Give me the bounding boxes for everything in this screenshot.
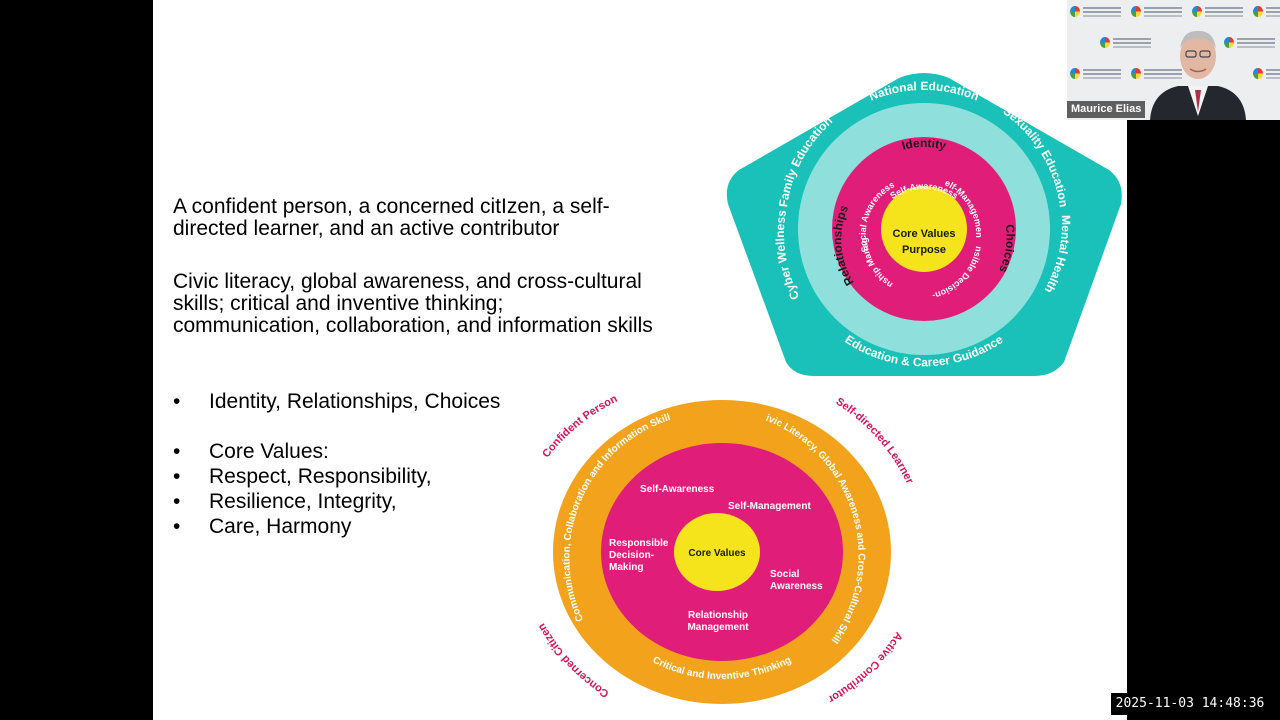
recording-timestamp: 2025-11-03 14:48:36 xyxy=(1111,693,1269,715)
bullet-text: Identity, Relationships, Choices xyxy=(209,390,501,413)
slide-paragraph-outcomes: A confident person, a concerned citIzen,… xyxy=(173,195,610,240)
circle-label-responsible-line-2: Decision- xyxy=(609,550,654,561)
bullet-dot: • xyxy=(173,515,181,538)
circle-label-self-management: Self-Management xyxy=(728,501,811,512)
circle-diagram: Communication, Collaboration and Informa… xyxy=(530,390,916,705)
circle-label-relationship-line-2: Management xyxy=(687,622,749,633)
circle-label-social-awareness-line-2: Awareness xyxy=(770,581,823,592)
circle-label-social-awareness-line-1: Social xyxy=(770,569,800,580)
presentation-slide: A confident person, a concerned citIzen,… xyxy=(153,0,1127,720)
bullet-item: • Resilience, Integrity, xyxy=(173,489,500,514)
bullet-item: • Identity, Relationships, Choices xyxy=(173,389,500,414)
bullet-item: • Respect, Responsibility, xyxy=(173,464,500,489)
bullet-text: Care, Harmony xyxy=(209,515,352,538)
pentagon-diagram: National Education Sexuality Education M… xyxy=(724,72,1122,376)
bullet-item: • Care, Harmony xyxy=(173,514,500,539)
backdrop-logo xyxy=(1100,36,1156,50)
circle-label-relationship-line-1: Relationship xyxy=(688,610,748,621)
backdrop-logo xyxy=(1253,67,1280,81)
slide-bullet-list: • Identity, Relationships, Choices • Core … xyxy=(173,389,500,539)
bullet-dot: • xyxy=(173,440,181,463)
backdrop-logo xyxy=(1253,5,1280,19)
participant-video-feed xyxy=(1150,30,1246,120)
bullet-dot: • xyxy=(173,465,181,488)
bullet-text: Resilience, Integrity, xyxy=(209,490,397,513)
circle-label-responsible-line-3: Making xyxy=(609,562,643,573)
bullet-text: Respect, Responsibility, xyxy=(209,465,432,488)
bullet-text: Core Values: xyxy=(209,440,329,463)
backdrop-logo xyxy=(1131,67,1187,81)
bullet-dot: • xyxy=(173,490,181,513)
pentagon-center-core-values: Core Values xyxy=(893,228,956,240)
pentagon-core-circle xyxy=(881,186,967,272)
backdrop-logo xyxy=(1192,5,1248,19)
circle-core xyxy=(674,513,760,591)
circle-center-core-values: Core Values xyxy=(688,548,746,559)
circle-label-self-awareness: Self-Awareness xyxy=(640,484,715,495)
bullet-dot: • xyxy=(173,390,181,413)
backdrop-logo xyxy=(1070,5,1126,19)
backdrop-logo xyxy=(1070,67,1126,81)
circle-label-responsible-line-1: Responsible xyxy=(609,538,669,549)
slide-paragraph-competencies: Civic literacy, global awareness, and cr… xyxy=(173,270,653,337)
backdrop-logo xyxy=(1224,36,1280,50)
backdrop-logo xyxy=(1131,5,1187,19)
pentagon-center-purpose: Purpose xyxy=(902,244,946,256)
bullet-item: • Core Values: xyxy=(173,439,500,464)
participant-name-label: Maurice Elias xyxy=(1067,101,1146,118)
